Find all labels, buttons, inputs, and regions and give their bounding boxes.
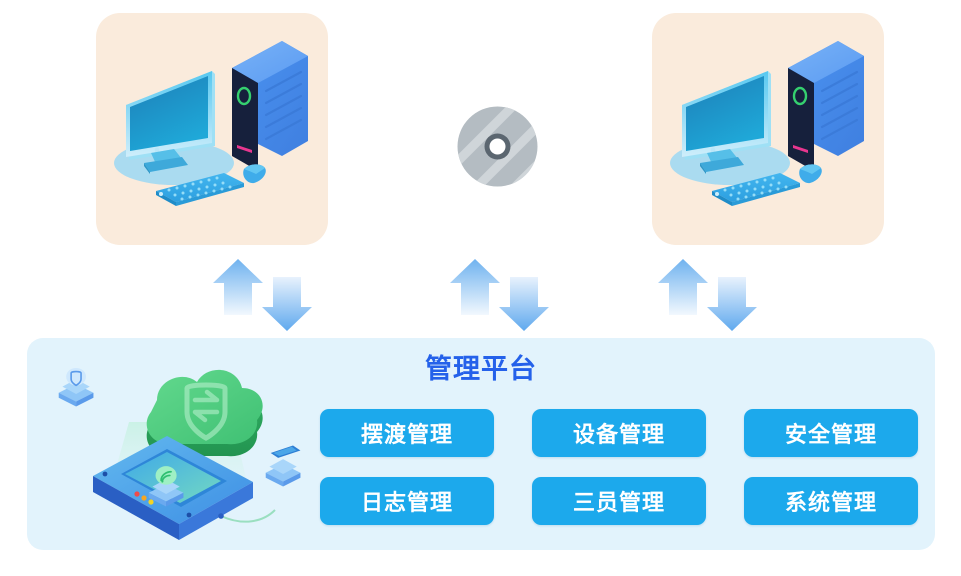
page-title: 管理平台 [425, 354, 537, 385]
left-computer-card [96, 13, 328, 245]
transfer-arrows-icon [450, 259, 549, 331]
transfer-arrows-icon [658, 259, 757, 331]
computer-tower-icon [788, 41, 864, 171]
keyboard-icon [712, 173, 800, 206]
upload-arrow [450, 259, 500, 315]
arrow-pair-middle [442, 255, 572, 335]
transfer-arrows-icon [213, 259, 312, 331]
power-ring-icon [792, 86, 808, 106]
computer-tower-icon [232, 41, 308, 171]
power-ring-icon [236, 86, 252, 106]
pedestal-node-shield [58, 368, 94, 407]
download-arrow [707, 277, 757, 331]
mouse-icon [243, 164, 266, 184]
pedestal-node-monitor [265, 445, 301, 487]
optical-disc [455, 104, 540, 189]
monitor-icon [682, 71, 771, 174]
platform-button-grid: 摆渡管理 设备管理 安全管理 日志管理 三员管理 系统管理 [320, 409, 920, 539]
drive-slot-icon [793, 145, 808, 153]
right-computer-card [652, 13, 884, 245]
arrow-pair-right [650, 255, 780, 335]
drive-slot-icon [237, 145, 252, 153]
shield-swirl-icon [184, 382, 228, 441]
upload-arrow [658, 259, 708, 315]
button-three-member-management[interactable]: 三员管理 [532, 477, 706, 525]
mouse-icon [799, 164, 822, 184]
cloud-icon [146, 369, 263, 457]
button-log-management[interactable]: 日志管理 [320, 477, 494, 525]
desktop-computer-illustration [670, 41, 864, 206]
upload-arrow [213, 259, 263, 315]
cloud-shield-device-illustration [58, 368, 301, 540]
keyboard-icon [156, 173, 244, 206]
button-device-management[interactable]: 设备管理 [532, 409, 706, 457]
pedestal-node-wifi [148, 466, 184, 507]
button-security-management[interactable]: 安全管理 [744, 409, 918, 457]
button-ferry-management[interactable]: 摆渡管理 [320, 409, 494, 457]
button-system-management[interactable]: 系统管理 [744, 477, 918, 525]
monitor-icon [126, 71, 215, 174]
disc-icon [457, 106, 538, 187]
download-arrow [499, 277, 549, 331]
management-platform-panel: 管理平台 [27, 338, 935, 550]
arrow-pair-left [205, 255, 335, 335]
download-arrow [262, 277, 312, 331]
desktop-computer-illustration [114, 41, 308, 206]
